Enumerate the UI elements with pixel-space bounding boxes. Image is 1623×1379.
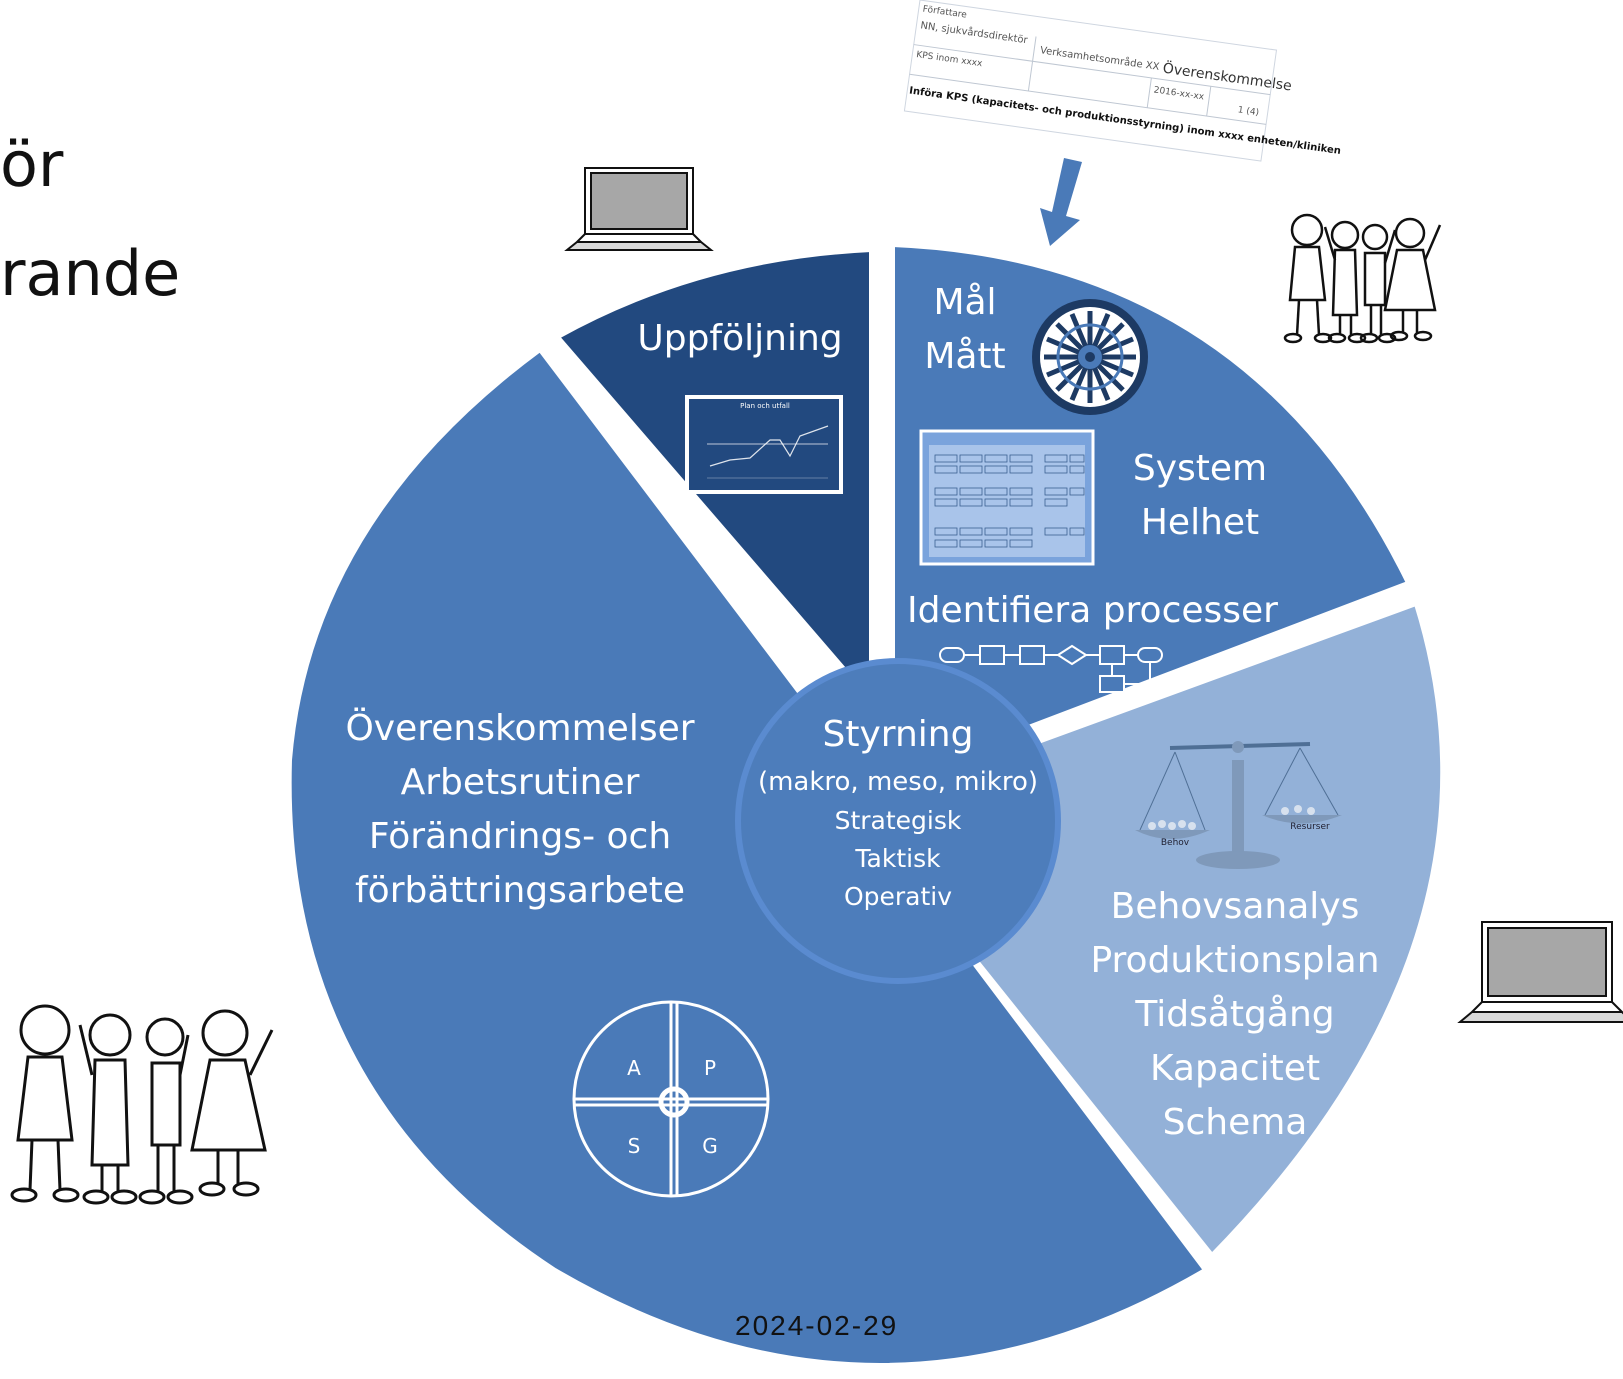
center-circle: [735, 658, 1061, 984]
behov-line-1: Behovsanalys: [1110, 886, 1360, 927]
overens-line-3: Förändrings- och: [368, 816, 672, 857]
children-icon: [1283, 213, 1442, 344]
label-identifiera-processer: Identifiera processer: [907, 590, 1278, 631]
overens-line-1: Överenskommelser: [345, 708, 695, 749]
center-level-taktisk: Taktisk: [855, 844, 941, 873]
label-uppfoljning: Uppföljning: [637, 318, 843, 359]
pdsa-a: A: [627, 1056, 641, 1080]
system-table-image: [919, 429, 1095, 566]
center-subtitle: (makro, meso, mikro): [757, 767, 1039, 797]
doc-from: NN, sjukvårdsdirektör: [919, 20, 1029, 47]
segment-behov: [965, 601, 1445, 1259]
label-matt: Mått: [924, 336, 1006, 377]
pdsa-g: G: [702, 1134, 718, 1158]
scale-label-behov: Behov: [1160, 838, 1190, 848]
title-fragment-2: rande: [0, 237, 181, 310]
plan-chart-title: Plan och utfall: [740, 402, 790, 410]
pdsa-cycle-icon: [572, 1000, 770, 1198]
doc-ref: KPS inom xxxx: [915, 50, 983, 70]
agreement-document-image: [903, 0, 1278, 162]
center-title: Styrning: [822, 714, 974, 755]
title-fragment-1: ör: [0, 128, 64, 201]
behov-line-2: Produktionsplan: [1090, 940, 1380, 981]
children-icon: [10, 1004, 274, 1205]
behov-line-4: Kapacitet: [1149, 1048, 1321, 1089]
label-helhet: Helhet: [1140, 502, 1260, 543]
scale-label-resurser: Resurser: [1290, 822, 1330, 832]
laptop-icon: [564, 167, 714, 251]
label-system: System: [1132, 448, 1268, 489]
doc-page: 1 (4): [1237, 105, 1260, 119]
behov-line-5: Schema: [1162, 1102, 1308, 1143]
process-flow-icon: [939, 644, 1163, 693]
label-behov: Behovsanalys Produktionsplan Tidsåtgång …: [1080, 880, 1390, 1150]
overens-line-2: Arbetsrutiner: [400, 762, 640, 803]
segment-mal-system: [891, 242, 1411, 734]
behov-line-3: Tidsåtgång: [1135, 994, 1335, 1035]
doc-area: Verksamhetsområde XX: [1039, 45, 1161, 73]
footer-date: 2024-02-29: [735, 1310, 899, 1341]
laptop-icon: [1457, 921, 1623, 1023]
arrow-down-icon: [1040, 158, 1082, 246]
center-level-operativ: Operativ: [843, 882, 953, 911]
plan-chart-thumbnail: [685, 395, 843, 494]
doc-date: 2016-xx-xx: [1152, 85, 1205, 103]
dartboard-icon: [1032, 299, 1148, 415]
overens-line-4: förbättringsarbete: [355, 870, 685, 911]
label-overenskommelser: Överenskommelser Arbetsrutiner Förändrin…: [330, 702, 710, 918]
doc-from-label: Författare: [922, 4, 968, 21]
center-level-strategisk: Strategisk: [834, 806, 962, 835]
scale-icon: [1135, 741, 1342, 869]
label-mal: Mål: [933, 282, 997, 323]
pdsa-p: P: [703, 1056, 717, 1080]
pdsa-s: S: [627, 1134, 641, 1158]
